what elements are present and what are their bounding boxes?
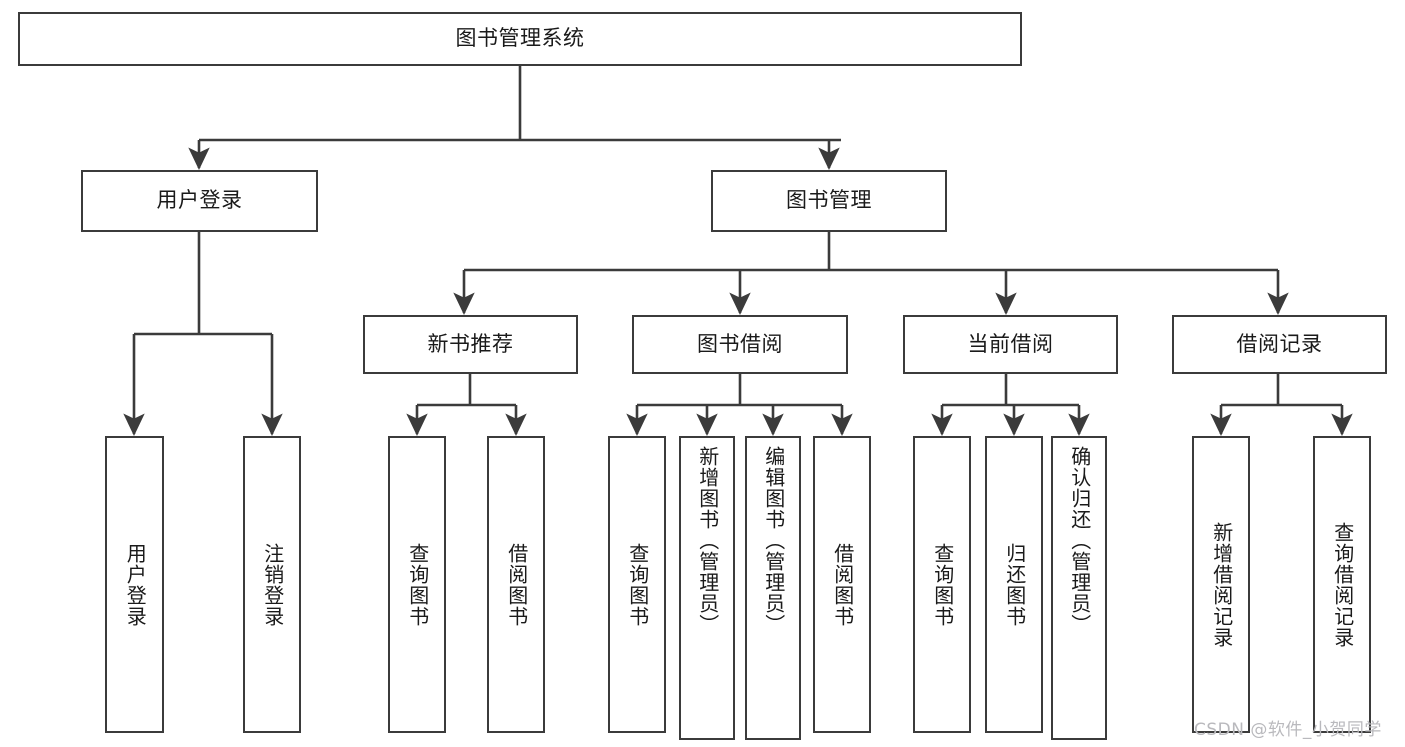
node-new-book-recommend[interactable]: 新书推荐 — [363, 315, 578, 374]
node-new-book-recommend-label: 新书推荐 — [427, 331, 514, 356]
node-borrow-record-label: 借阅记录 — [1236, 331, 1323, 356]
node-leaf-query-book-3[interactable]: 查询图书 — [913, 436, 971, 733]
node-leaf-logout-label: 注销登录 — [260, 542, 285, 627]
node-book-manage-label: 图书管理 — [786, 188, 872, 213]
node-leaf-add-book-label: 新增图书（管理员） — [695, 446, 720, 635]
node-borrow-record[interactable]: 借阅记录 — [1172, 315, 1387, 374]
node-user-login-label: 用户登录 — [156, 188, 243, 213]
node-root-label: 图书管理系统 — [455, 26, 585, 51]
node-leaf-confirm-return-label: 确认归还（管理员） — [1067, 446, 1092, 635]
node-leaf-query-book-1[interactable]: 查询图书 — [388, 436, 446, 733]
node-leaf-borrow-book-1-label: 借阅图书 — [504, 542, 529, 627]
node-leaf-user-login[interactable]: 用户登录 — [105, 436, 164, 733]
node-current-borrow-label: 当前借阅 — [967, 331, 1054, 356]
node-leaf-query-book-2[interactable]: 查询图书 — [608, 436, 666, 733]
node-leaf-query-book-1-label: 查询图书 — [405, 542, 430, 627]
node-leaf-query-borrow-record[interactable]: 查询借阅记录 — [1313, 436, 1371, 733]
node-leaf-borrow-book-1[interactable]: 借阅图书 — [487, 436, 545, 733]
node-leaf-edit-book[interactable]: 编辑图书（管理员） — [745, 436, 801, 740]
node-leaf-borrow-book-2[interactable]: 借阅图书 — [813, 436, 871, 733]
node-leaf-query-book-3-label: 查询图书 — [930, 542, 955, 627]
node-leaf-add-borrow-record-label: 新增借阅记录 — [1209, 521, 1234, 648]
node-leaf-confirm-return[interactable]: 确认归还（管理员） — [1051, 436, 1107, 740]
node-leaf-return-book-label: 归还图书 — [1002, 542, 1027, 627]
node-book-manage[interactable]: 图书管理 — [711, 170, 947, 232]
node-leaf-borrow-book-2-label: 借阅图书 — [830, 542, 855, 627]
node-leaf-add-borrow-record[interactable]: 新增借阅记录 — [1192, 436, 1250, 733]
node-leaf-user-login-label: 用户登录 — [123, 542, 148, 627]
node-current-borrow[interactable]: 当前借阅 — [903, 315, 1118, 374]
node-leaf-add-book[interactable]: 新增图书（管理员） — [679, 436, 735, 740]
node-root[interactable]: 图书管理系统 — [18, 12, 1022, 66]
csdn-watermark: CSDN @软件_小贺同学 — [1194, 720, 1382, 740]
node-leaf-edit-book-label: 编辑图书（管理员） — [761, 446, 786, 635]
node-leaf-logout[interactable]: 注销登录 — [243, 436, 301, 733]
node-leaf-query-book-2-label: 查询图书 — [625, 542, 650, 627]
node-book-borrow[interactable]: 图书借阅 — [632, 315, 848, 374]
node-book-borrow-label: 图书借阅 — [697, 331, 783, 356]
node-leaf-query-borrow-record-label: 查询借阅记录 — [1330, 521, 1355, 648]
node-user-login[interactable]: 用户登录 — [81, 170, 318, 232]
node-leaf-return-book[interactable]: 归还图书 — [985, 436, 1043, 733]
